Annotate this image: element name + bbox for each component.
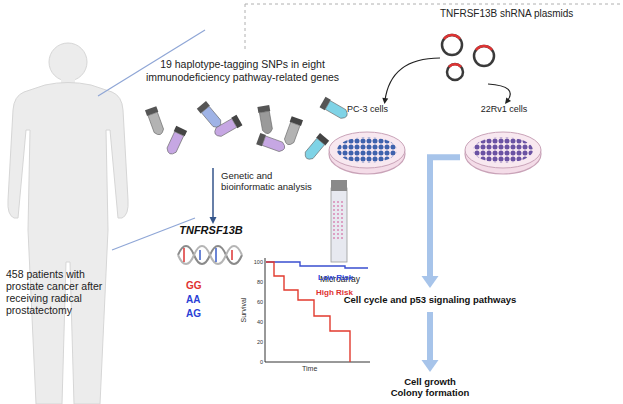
node-text: 22Rv1 cells: [481, 104, 528, 115]
connector-line: [212, 168, 214, 217]
petri-dish: [465, 132, 541, 168]
node-text: 19 haplotype-tagging SNPs in eight immun…: [138, 58, 348, 83]
plasmid: [476, 46, 492, 50]
result-box: Cell growth Colony formation: [389, 372, 471, 402]
connector-line: [427, 312, 433, 360]
cell-line-box: PC-3 cells: [325, 104, 410, 178]
svg-definition: [320, 97, 350, 121]
dna-helix: [178, 246, 242, 264]
microarray-slide: [331, 180, 347, 262]
node-text: TNFRSF13B shRNA plasmids: [440, 8, 573, 20]
axis-title: Survival: [240, 292, 248, 328]
microarray-slide: [331, 188, 347, 262]
plasmid: [442, 35, 462, 55]
microarray-slide: [331, 180, 347, 191]
node-text: Cell cycle and p53 signaling pathways: [344, 294, 517, 305]
plasmid: [449, 64, 461, 67]
dna-helix: [178, 246, 242, 264]
edge-label: Genetic and bioinformatic analysis: [221, 171, 326, 193]
svg-definition: [148, 112, 165, 136]
svg-definition: [282, 116, 303, 146]
arrow-head: [422, 276, 439, 288]
arrow-head: [210, 217, 217, 224]
tick-label: 0: [250, 359, 263, 365]
sample-tubes: [145, 97, 350, 162]
genotype-label: AA: [186, 294, 210, 306]
arrow-head: [422, 360, 439, 372]
svg-definition: [165, 132, 183, 156]
connector: [422, 312, 439, 372]
arrow-head: [382, 98, 388, 104]
human-figure: [49, 43, 87, 81]
connector-line: [385, 58, 440, 101]
patient-note: 458 patients with prostate cancer after …: [6, 268, 116, 316]
dna-helix: [231, 250, 233, 260]
petri-dish: [329, 132, 405, 168]
petri-dish: [337, 137, 397, 163]
plasmid: [447, 64, 463, 80]
svg-definition: [302, 133, 329, 162]
survival-plot: [265, 258, 370, 362]
svg-definition: [212, 115, 242, 139]
microarray-slide: [333, 200, 345, 240]
svg-definition: [256, 133, 286, 154]
node-text: PC-3 cells: [347, 104, 388, 115]
plasmid: [444, 35, 460, 39]
tick-label: 80: [250, 279, 263, 285]
plasmid: [474, 46, 494, 66]
genotype-label: AG: [186, 308, 210, 320]
gene-box: TNFRSF13B: [170, 224, 252, 272]
connector: [488, 84, 511, 104]
genotype-label: GG: [186, 280, 210, 292]
node-text: Cell growth Colony formation: [389, 376, 471, 399]
curve-label: High Risk: [316, 288, 368, 297]
svg-definition: [325, 101, 349, 121]
human-figure: [8, 43, 128, 404]
panel-divider: [245, 4, 620, 52]
svg-definition: [257, 105, 274, 135]
petri-dish: [473, 137, 533, 163]
connector: [210, 168, 217, 224]
svg-definition: [303, 138, 325, 161]
svg-definition: [283, 122, 300, 146]
survival-plot: [266, 262, 368, 268]
survival-plot: [265, 258, 370, 362]
microarray-box: Microarray: [305, 178, 375, 284]
curve-label: Low Risk: [318, 273, 368, 282]
dna-helix: [215, 248, 217, 262]
dna-helix: [199, 250, 201, 260]
node-text: TNFRSF13B: [179, 224, 243, 237]
tick-label: 40: [250, 319, 263, 325]
tick-label: 60: [250, 299, 263, 305]
svg-definition: [164, 126, 187, 156]
human-figure: [8, 83, 128, 404]
snp-box: 19 haplotype-tagging SNPs in eight immun…: [135, 58, 350, 168]
svg-definition: [145, 106, 166, 136]
svg-definition: [213, 119, 237, 139]
dna-helix: [183, 248, 185, 262]
tick-label: 100: [250, 259, 263, 265]
result-box: Cell cycle and p53 signaling pathways: [320, 288, 540, 312]
panel-divider: [245, 4, 620, 52]
plasmid: [442, 35, 494, 80]
cell-line-box: 22Rv1 cells: [460, 104, 548, 178]
axis-title: Time: [302, 365, 332, 373]
dna-helix: [178, 246, 242, 264]
petri-dish: [329, 132, 541, 174]
tick-label: 20: [250, 339, 263, 345]
connector-line: [430, 157, 460, 276]
arrow-head: [505, 97, 511, 104]
connector: [382, 58, 440, 104]
svg-definition: [262, 136, 286, 153]
plasmid-box: TNFRSF13B shRNA plasmids: [440, 8, 575, 84]
svg-definition: [259, 111, 273, 134]
connector: [422, 157, 461, 288]
